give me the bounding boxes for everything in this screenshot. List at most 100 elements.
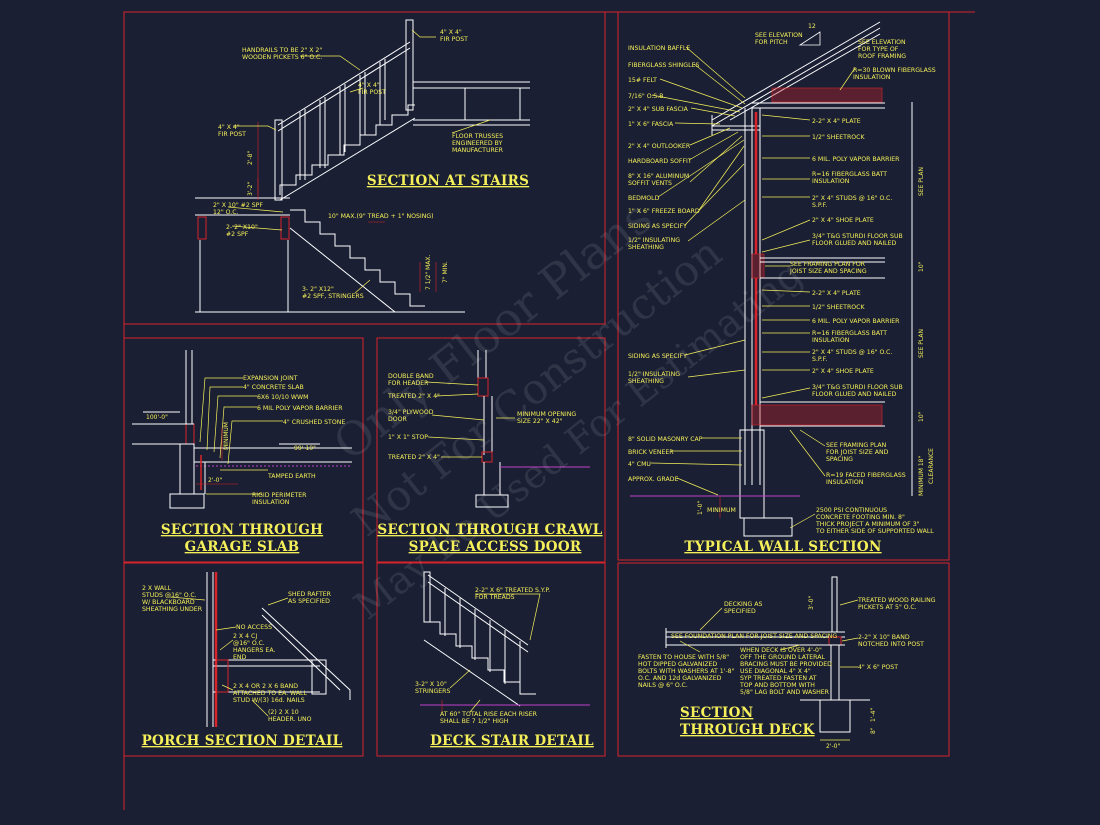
wall-note: SEE FRAMING PLAN FOR	[790, 261, 866, 268]
stairs-note: 2" X 10" #2 SPF	[213, 202, 263, 209]
wall-note: 2" X 4" SUB FASCIA	[628, 106, 689, 113]
wall-dim: MINIMUM 18"	[918, 456, 925, 496]
garage-note: INSULATION	[252, 499, 290, 506]
deck-note: BRACING MUST BE PROVIDED	[740, 661, 832, 668]
wall-note: SHEATHING	[628, 244, 664, 251]
wall-note: 2-2" X 4" PLATE	[812, 290, 861, 297]
deck-notes: DECKING AS SPECIFIED SEE FOUNDATION PLAN…	[638, 596, 936, 750]
garage-note: TAMPED EARTH	[267, 473, 316, 480]
wall-note: INSULATION	[812, 178, 850, 185]
crawl-title-line2: SPACE ACCESS DOOR	[409, 539, 582, 555]
wall-note: 2" X 4" SHOE PLATE	[812, 368, 874, 375]
wall-note: 1" X 6" FASCIA	[628, 121, 674, 128]
wall-note: 2" X 4" STUDS @ 16" O.C.	[812, 348, 892, 356]
wall-note: FOR PITCH	[755, 39, 788, 46]
wall-right-notes: 12 SEE ELEVATION FOR PITCH SEE ELEVATION…	[697, 23, 936, 535]
wall-note: INSULATION	[853, 74, 891, 81]
deckstair-notes: 2-2" X 6" TREATED S.Y.P. FOR TREADS 3-2"…	[415, 587, 550, 725]
deck-note: HOT DIPPED GALVANIZED	[638, 661, 717, 668]
deckstair-linework	[420, 571, 590, 713]
deck-title-line1: SECTION	[680, 705, 753, 721]
garage-linework	[132, 350, 352, 509]
deck-note: FASTEN TO HOUSE WITH 5/8"	[638, 654, 729, 661]
deck-note: WHEN DECK IS OVER 4'-0"	[740, 647, 822, 654]
wall-note: HARDBOARD SOFFIT	[628, 158, 692, 165]
wall-note: THICK PROJECT A MINIMUM OF 3"	[815, 521, 920, 528]
stairs-note: 12" O.C.	[213, 209, 239, 216]
porch-note: 2 X 4 OR 2 X 6 BAND	[233, 683, 298, 690]
crawl-note: 1" X 1" STOP	[388, 434, 428, 441]
deckstair-note: STRINGERS	[415, 688, 450, 695]
wall-dim: 10"	[918, 411, 925, 422]
deck-dim: 2'-0"	[826, 743, 840, 750]
deckstair-note: AT 60" TOTAL RISE EACH RISER	[440, 711, 538, 718]
stairs-note: HANDRAILS TO BE 2" X 2"	[242, 47, 322, 54]
panel-frame-porch	[123, 562, 364, 757]
deck-note: 5/8" LAG BOLT AND WASHER	[740, 689, 830, 696]
garage-dim: 100'-0"	[146, 414, 168, 421]
stairs-note: FIR POST	[358, 89, 386, 96]
wall-note: 1/2" INSULATING	[628, 237, 680, 244]
wall-note: R=16 FIBERGLASS BATT	[812, 330, 887, 337]
wall-dim: 10"	[918, 261, 925, 272]
stairs-dim: 7" MIN.	[442, 261, 449, 283]
stairs-note: 4" X 4"	[358, 82, 380, 89]
wall-note: 15# FELT	[628, 77, 657, 84]
wall-note: INSULATION BAFFLE	[628, 45, 690, 52]
wall-note: 2" X 4" STUDS @ 16" O.C.	[812, 194, 892, 202]
stairs-note: 4" X 4"	[440, 29, 462, 36]
wall-note: INSULATION	[812, 337, 850, 344]
wall-title: TYPICAL WALL SECTION	[684, 539, 881, 555]
wall-note: ROOF FRAMING	[858, 53, 906, 60]
porch-note: STUDS @16" O.C.	[142, 591, 197, 599]
wall-linework	[630, 21, 913, 537]
stairs-note: ENGINEERED BY	[452, 140, 502, 147]
crawl-note: 3/4" PLYWOOD	[388, 409, 434, 416]
wall-note: APPROX. GRADE	[628, 476, 678, 483]
stairs-note: 4" X 4"	[218, 124, 240, 131]
wall-note: 1/2" INSULATING	[628, 371, 680, 378]
wall-dim: 1'-0"	[697, 501, 704, 515]
garage-dim: 99'-10"	[294, 445, 316, 452]
deck-note: PICKETS AT 5" O.C.	[858, 604, 917, 611]
crawl-note: SIZE 22" X 42"	[517, 418, 563, 425]
wall-note: 6 MIL. POLY VAPOR BARRIER	[812, 318, 900, 325]
deck-note: O.C. AND 12d GALVANIZED	[638, 675, 722, 682]
wall-dim: SEE PLAN	[918, 167, 925, 196]
garage-title-line1: SECTION THROUGH	[161, 522, 323, 538]
stairs-note: #2 SPF	[226, 231, 249, 238]
porch-note: 2 X 4 CJ	[233, 633, 257, 640]
deck-note: NOTCHED INTO POST	[858, 641, 924, 648]
stairs-note: WOODEN PICKETS 6" O.C.	[242, 54, 322, 61]
garage-title-line2: GARAGE SLAB	[185, 539, 300, 555]
panel-frame-stairs	[123, 11, 606, 325]
wall-note: INSULATION	[826, 479, 864, 486]
crawl-note: DOUBLE BAND	[388, 373, 434, 380]
wall-note: S.P.F.	[812, 356, 827, 363]
wall-note: FIBERGLASS SHINGLES	[628, 62, 699, 69]
deck-note: SYP TREATED FASTEN AT	[740, 675, 817, 682]
crawl-note: TREATED 2" X 4"	[387, 454, 440, 461]
wall-note: FLOOR GLUED AND NAILED	[812, 240, 897, 247]
wall-note: R=16 FIBERGLASS BATT	[812, 171, 887, 178]
porch-note: NO ACCESS	[236, 624, 272, 631]
deckstair-note: SHALL BE 7 1/2" HIGH	[440, 718, 509, 725]
wall-note: 2" X 4" SHOE PLATE	[812, 217, 874, 224]
deck-linework	[665, 576, 870, 741]
stairs-dim: 7 1/2" MAX.	[425, 255, 432, 290]
porch-note: @16" O.C.	[233, 639, 265, 647]
wall-note: 1" X 6" FREEZE BOARD	[628, 208, 700, 215]
wall-note: 1/2" SHEETROCK	[812, 134, 865, 141]
wall-dim: SEE PLAN	[918, 329, 925, 358]
stairs-note: FIR POST	[218, 131, 246, 138]
deck-note: TOP AND BOTTOM WITH	[739, 682, 815, 689]
wall-note: JOIST SIZE AND SPACING	[789, 268, 867, 275]
wall-note: R=30 BLOWN FIBERGLASS	[853, 67, 936, 74]
wall-note: MINIMUM	[707, 507, 736, 514]
stairs-note: FIR POST	[440, 36, 468, 43]
stairs-title: SECTION AT STAIRS	[367, 173, 529, 189]
porch-linework	[169, 572, 351, 727]
panel-frame-deckstair	[376, 562, 606, 757]
wall-note: BEDMOLD	[628, 195, 660, 202]
crawl-note: TREATED 2" X 4"	[387, 393, 440, 400]
